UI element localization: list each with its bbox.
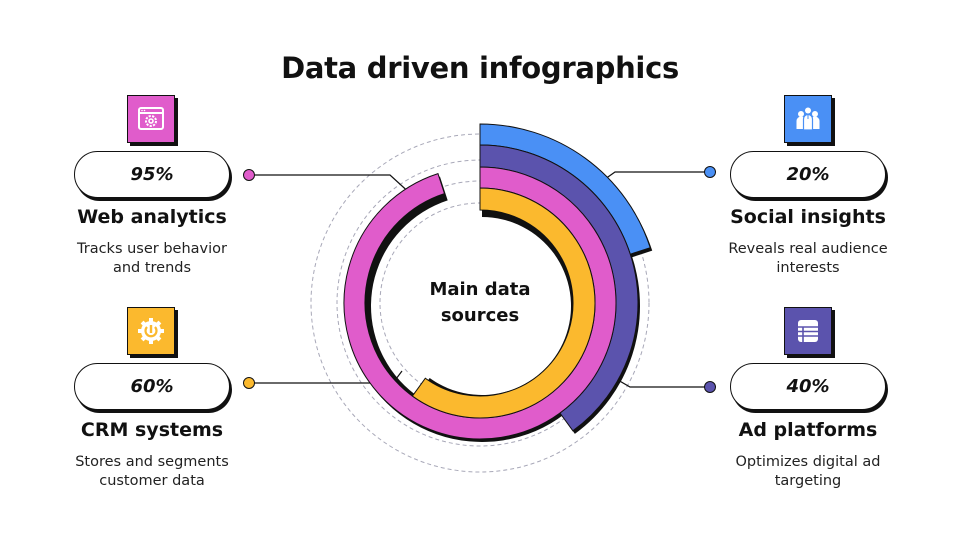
crm-systems-label: CRM systems bbox=[80, 419, 224, 441]
desc-line: interests bbox=[776, 260, 840, 276]
desc-line: Stores and segments bbox=[75, 454, 229, 470]
people-group-icon bbox=[784, 95, 832, 143]
web-analytics-label: Web analytics bbox=[77, 206, 227, 228]
ad-platforms-description: Optimizes digital ad targeting bbox=[698, 453, 918, 491]
dashed-guide-ring bbox=[310, 133, 650, 473]
desc-line: and trends bbox=[112, 260, 192, 276]
browser-gear-icon bbox=[127, 95, 175, 143]
desc-line: Optimizes digital ad bbox=[735, 454, 881, 470]
social-insights-value-pill: 20% bbox=[730, 151, 886, 198]
ad-platforms-value-pill: 40% bbox=[730, 363, 886, 410]
crm-systems-value-pill: 60% bbox=[74, 363, 230, 410]
connector-dot bbox=[243, 169, 255, 181]
chart-arcs bbox=[343, 123, 653, 443]
desc-line: customer data bbox=[99, 473, 205, 489]
connector-dot bbox=[704, 166, 716, 178]
desc-line: targeting bbox=[774, 473, 842, 489]
server-stack-icon bbox=[784, 307, 832, 355]
gear-wrench-icon bbox=[127, 307, 175, 355]
crm-systems-description: Stores and segments customer data bbox=[42, 453, 262, 491]
connector-dot bbox=[704, 381, 716, 393]
social-insights-description: Reveals real audience interests bbox=[698, 240, 918, 278]
web-analytics-description: Tracks user behavior and trends bbox=[42, 240, 262, 278]
connector-dots bbox=[243, 166, 716, 393]
center-label-line2: sources bbox=[440, 305, 520, 326]
chart-center-label: Main data sources bbox=[400, 277, 560, 329]
web-analytics-value-pill: 95% bbox=[74, 151, 230, 198]
social-insights-label: Social insights bbox=[730, 206, 886, 228]
ad-platforms-label: Ad platforms bbox=[738, 419, 878, 441]
connector-line bbox=[597, 171, 710, 185]
connector-dot bbox=[243, 377, 255, 389]
arc-crm-systems bbox=[411, 187, 596, 419]
desc-line: Reveals real audience bbox=[728, 241, 888, 257]
center-label-line1: Main data bbox=[429, 279, 531, 300]
connector-line bbox=[610, 375, 710, 388]
desc-line: Tracks user behavior bbox=[77, 241, 227, 257]
page-title: Data driven infographics bbox=[281, 51, 679, 85]
